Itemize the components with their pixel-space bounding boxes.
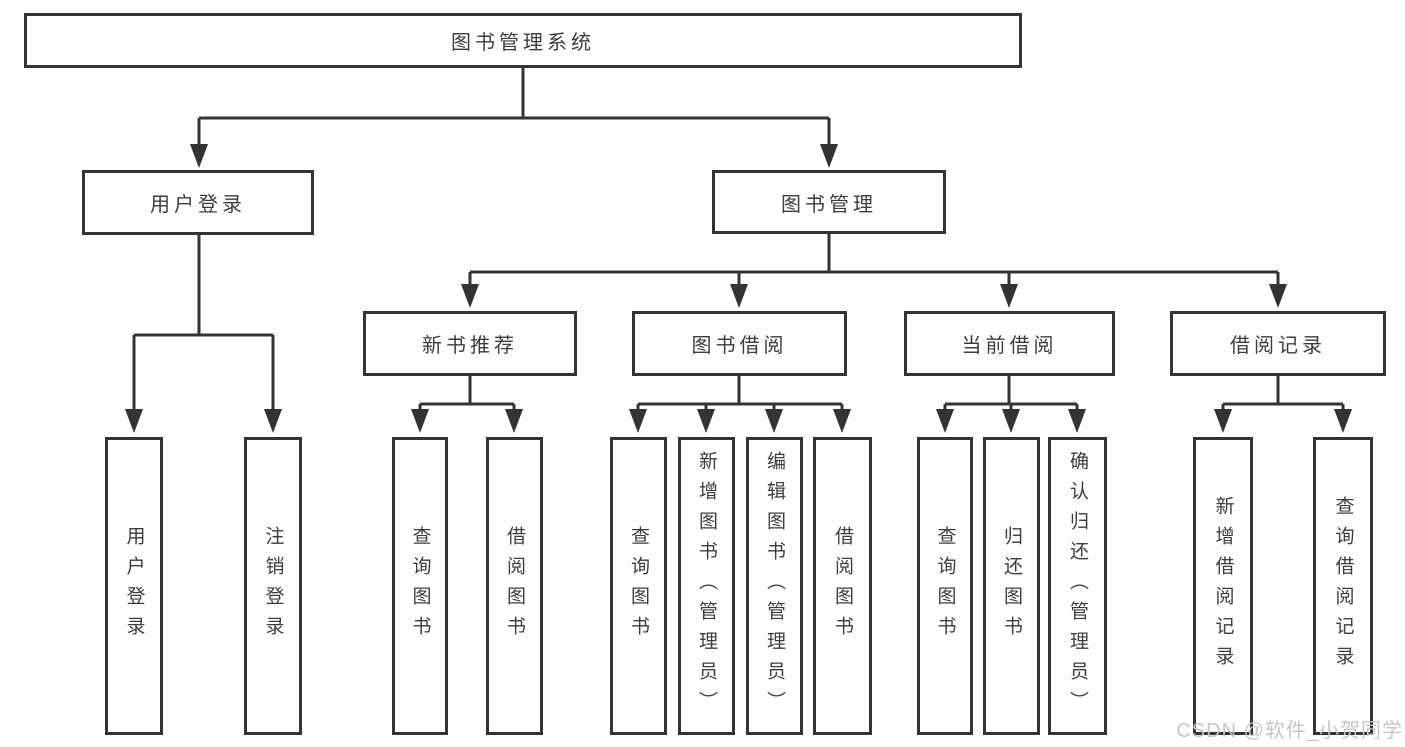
node-root-label: 图书管理系统 <box>451 32 595 54</box>
leaf-borrow-books-recommend: 借阅图书 <box>486 437 543 735</box>
leaf-edit-book-admin: 编辑图书（管理员） <box>746 437 803 735</box>
node-new-book-recommend-label: 新书推荐 <box>422 335 518 357</box>
leaf-add-book-admin-label: 新增图书（管理员） <box>696 451 717 721</box>
node-book-management-label: 图书管理 <box>781 193 877 216</box>
leaf-user-login: 用户登录 <box>105 437 163 735</box>
leaf-logout-label: 注销登录 <box>262 526 284 646</box>
node-borrow-records-label: 借阅记录 <box>1230 335 1326 357</box>
node-current-borrow-label: 当前借阅 <box>961 335 1058 357</box>
leaf-borrow-books: 借阅图书 <box>813 437 872 735</box>
node-borrow-records: 借阅记录 <box>1170 311 1386 376</box>
leaf-query-books-current-label: 查询图书 <box>934 526 956 646</box>
leaf-query-books-borrow: 查询图书 <box>610 437 667 735</box>
arrowheads <box>125 144 1352 433</box>
leaf-add-borrow-record-label: 新增借阅记录 <box>1212 496 1234 676</box>
node-book-borrow-label: 图书借阅 <box>691 335 788 357</box>
leaf-add-book-admin: 新增图书（管理员） <box>678 437 735 735</box>
leaf-add-borrow-record: 新增借阅记录 <box>1193 437 1253 735</box>
leaf-logout: 注销登录 <box>244 437 302 735</box>
leaf-return-book-label: 归还图书 <box>1001 526 1022 646</box>
leaf-confirm-return-admin-label: 确认归还（管理员） <box>1067 451 1088 721</box>
leaf-borrow-books-label: 借阅图书 <box>832 526 853 646</box>
leaf-return-book: 归还图书 <box>983 437 1040 735</box>
leaf-query-books-borrow-label: 查询图书 <box>628 526 649 646</box>
node-book-management: 图书管理 <box>712 170 946 234</box>
leaf-query-borrow-record-label: 查询借阅记录 <box>1332 496 1354 676</box>
node-current-borrow: 当前借阅 <box>904 311 1115 376</box>
leaf-query-books-current: 查询图书 <box>917 437 973 735</box>
leaf-query-borrow-record: 查询借阅记录 <box>1313 437 1373 735</box>
leaf-user-login-label: 用户登录 <box>123 526 145 646</box>
leaf-borrow-books-recommend-label: 借阅图书 <box>504 526 525 646</box>
node-new-book-recommend: 新书推荐 <box>363 311 577 376</box>
leaf-confirm-return-admin: 确认归还（管理员） <box>1048 437 1107 735</box>
leaf-edit-book-admin-label: 编辑图书（管理员） <box>764 451 785 721</box>
node-book-borrow: 图书借阅 <box>632 311 847 376</box>
node-user-login: 用户登录 <box>82 170 314 235</box>
leaf-query-books-recommend: 查询图书 <box>392 437 448 735</box>
node-root: 图书管理系统 <box>24 13 1022 68</box>
node-user-login-label: 用户登录 <box>150 194 246 216</box>
leaf-query-books-recommend-label: 查询图书 <box>409 526 431 646</box>
csdn-watermark: CSDN @软件_小贺同学 <box>1176 720 1403 742</box>
